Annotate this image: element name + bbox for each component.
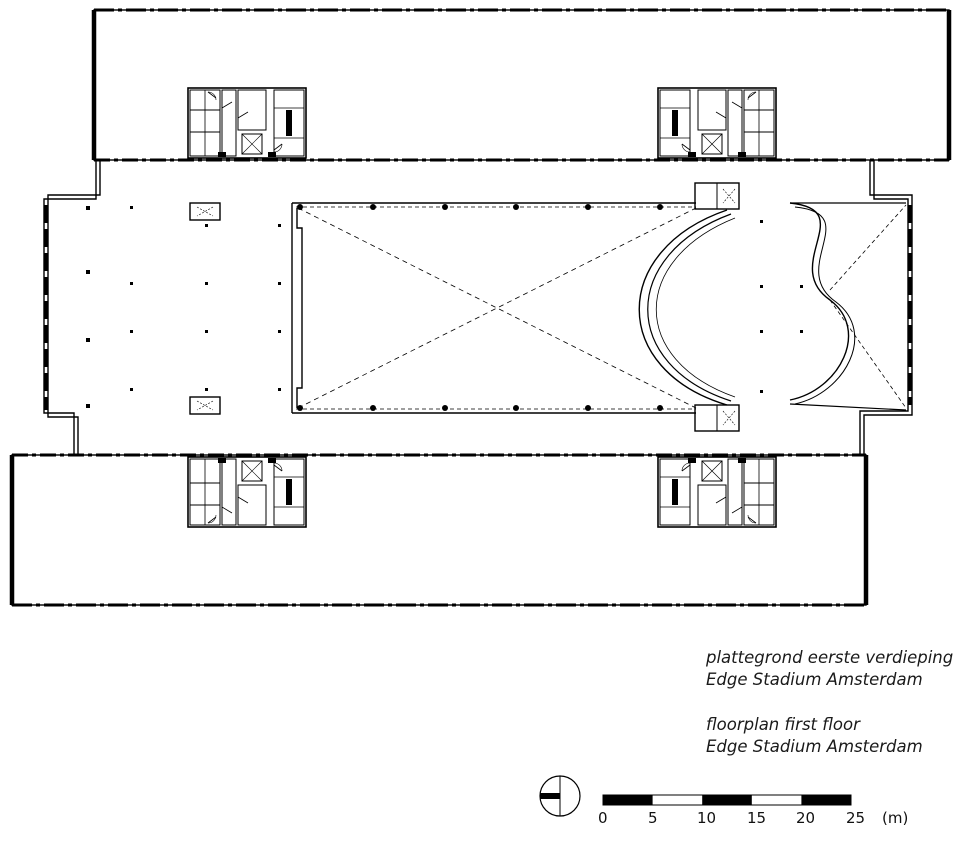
caption-dutch-line2: Edge Stadium Amsterdam bbox=[706, 670, 923, 689]
scale-tick-25: 25 bbox=[846, 809, 865, 827]
east-lobe bbox=[789, 202, 907, 411]
north-arrow-icon bbox=[539, 775, 581, 817]
scale-tick-0: 0 bbox=[598, 809, 608, 827]
scale-tick-15: 15 bbox=[747, 809, 766, 827]
caption-english-line1: floorplan first floor bbox=[706, 715, 860, 734]
caption-dutch: plattegrond eerste verdieping Edge Stadi… bbox=[706, 647, 953, 691]
atrium-void bbox=[291, 182, 740, 432]
top-wing bbox=[91, 8, 952, 162]
bottom-wing bbox=[9, 453, 869, 607]
caption-english: floorplan first floor Edge Stadium Amste… bbox=[706, 714, 923, 758]
scale-tick-10: 10 bbox=[697, 809, 716, 827]
caption-dutch-line1: plattegrond eerste verdieping bbox=[706, 648, 954, 667]
scale-tick-5: 5 bbox=[648, 809, 658, 827]
caption-english-line2: Edge Stadium Amsterdam bbox=[706, 737, 923, 756]
scale-bar: 0 5 10 15 20 25 (m) bbox=[598, 794, 908, 827]
central-hall bbox=[43, 160, 913, 455]
scale-tick-20: 20 bbox=[796, 809, 815, 827]
column-grid bbox=[86, 206, 803, 408]
scale-unit: (m) bbox=[882, 809, 908, 827]
